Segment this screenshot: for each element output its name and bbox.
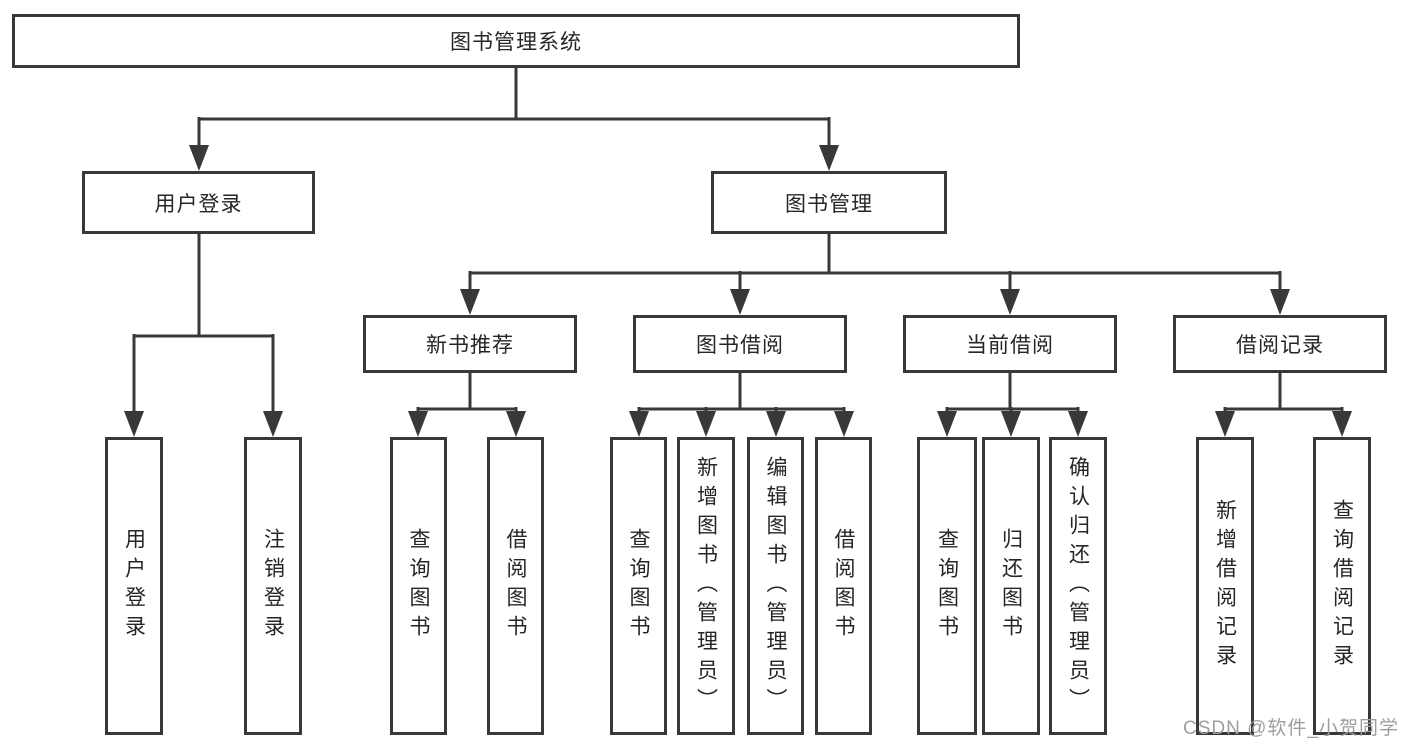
node-book-borrowing-label: 图书借阅 <box>696 334 784 357</box>
leaf-current-confirm-return-admin-label: 确认归还（管理员） <box>1066 455 1090 717</box>
leaf-borrowing-add-books-admin: 新增图书（管理员） <box>677 437 735 735</box>
leaf-user-login-label: 用户登录 <box>122 528 146 644</box>
node-book-borrowing: 图书借阅 <box>633 315 847 373</box>
node-current-borrowing-label: 当前借阅 <box>966 334 1054 357</box>
node-user-login: 用户登录 <box>82 171 315 234</box>
leaf-borrowing-add-books-admin-label: 新增图书（管理员） <box>694 455 718 717</box>
leaf-newbook-query-books-label: 查询图书 <box>407 528 430 644</box>
node-book-management: 图书管理 <box>711 171 947 234</box>
node-new-book-recommend-label: 新书推荐 <box>426 334 514 357</box>
leaf-current-confirm-return-admin: 确认归还（管理员） <box>1049 437 1107 735</box>
leaf-borrowing-edit-books-admin: 编辑图书（管理员） <box>747 437 804 735</box>
leaf-current-return-books-label: 归还图书 <box>999 528 1023 644</box>
node-library-system-label: 图书管理系统 <box>450 31 582 54</box>
node-current-borrowing: 当前借阅 <box>903 315 1117 373</box>
node-book-management-label: 图书管理 <box>785 192 873 216</box>
leaf-borrowing-borrow-books: 借阅图书 <box>815 437 872 735</box>
leaf-logout-login-label: 注销登录 <box>261 528 285 644</box>
leaf-current-query-books: 查询图书 <box>917 437 977 735</box>
node-library-system: 图书管理系统 <box>12 14 1020 68</box>
leaf-borrowing-edit-books-admin-label: 编辑图书（管理员） <box>764 455 787 717</box>
leaf-user-login: 用户登录 <box>105 437 163 735</box>
csdn-watermark: CSDN @软件_小贺同学 <box>1183 718 1399 739</box>
leaf-logout-login: 注销登录 <box>244 437 302 735</box>
node-user-login-label: 用户登录 <box>154 192 243 216</box>
node-borrowing-records-label: 借阅记录 <box>1236 334 1324 357</box>
node-borrowing-records: 借阅记录 <box>1173 315 1387 373</box>
leaf-borrowing-query-books-label: 查询图书 <box>627 528 650 644</box>
leaf-current-query-books-label: 查询图书 <box>935 528 959 644</box>
leaf-newbook-query-books: 查询图书 <box>390 437 447 735</box>
leaf-borrowing-borrow-books-label: 借阅图书 <box>832 528 855 644</box>
leaf-records-add-record: 新增借阅记录 <box>1196 437 1254 735</box>
leaf-newbook-borrow-books: 借阅图书 <box>487 437 544 735</box>
leaf-current-return-books: 归还图书 <box>982 437 1040 735</box>
leaf-records-add-record-label: 新增借阅记录 <box>1213 499 1237 673</box>
leaf-records-query-record-label: 查询借阅记录 <box>1330 499 1354 673</box>
leaf-borrowing-query-books: 查询图书 <box>610 437 667 735</box>
node-new-book-recommend: 新书推荐 <box>363 315 577 373</box>
leaf-records-query-record: 查询借阅记录 <box>1313 437 1371 735</box>
leaf-newbook-borrow-books-label: 借阅图书 <box>504 528 527 644</box>
